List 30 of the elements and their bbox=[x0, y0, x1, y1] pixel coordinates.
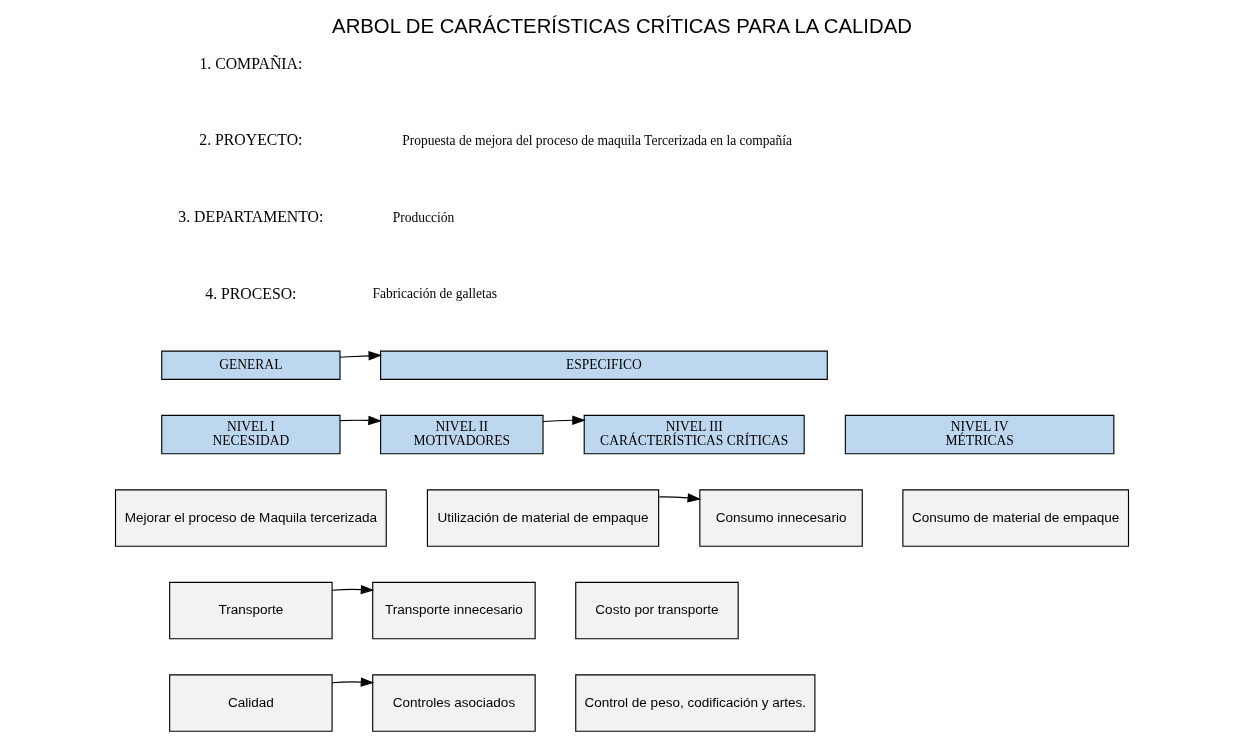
arrow bbox=[331, 584, 375, 595]
node-box: Transporte innecesario bbox=[372, 581, 536, 640]
diagram-title: ARBOL DE CARÁCTERÍSTICAS CRÍTICAS PARA LA CALIDAD bbox=[332, 15, 912, 38]
node-box: NIVEL I NECESIDAD bbox=[161, 414, 341, 455]
arrow bbox=[658, 493, 702, 503]
label: 2. PROYECTO: bbox=[199, 131, 303, 149]
node-box: ESPECIFICO bbox=[380, 350, 828, 380]
node-box: Calidad bbox=[169, 674, 333, 732]
node-box: Transporte bbox=[169, 581, 333, 640]
node-box: Consumo innecesario bbox=[699, 489, 863, 547]
node-box: NIVEL IV MÉTRICAS bbox=[844, 414, 1115, 455]
node-box: NIVEL II MOTIVADORES bbox=[380, 414, 544, 455]
node-box: Utilización de material de empaque bbox=[426, 489, 660, 547]
arrow bbox=[339, 415, 382, 426]
label: Propuesta de mejora del proceso de maquila Tercerizada en la compañía bbox=[402, 132, 793, 148]
node-box: Control de peso, codificación y artes. bbox=[575, 674, 816, 732]
label: 4. PROCESO: bbox=[205, 284, 297, 302]
node-box: GENERAL bbox=[161, 350, 341, 380]
label: Fabricación de galletas bbox=[372, 286, 498, 302]
node-box: Controles asociados bbox=[372, 674, 536, 732]
node-box: NIVEL III CARÁCTERÍSTICAS CRÍTICAS bbox=[583, 414, 805, 455]
arrow bbox=[331, 677, 375, 687]
label: Producción bbox=[392, 209, 455, 225]
node-box: Mejorar el proceso de Maquila tercerizada bbox=[114, 489, 387, 547]
label: 3. DEPARTAMENTO: bbox=[178, 208, 324, 226]
arrow bbox=[542, 415, 586, 425]
node-box: Costo por transporte bbox=[575, 581, 739, 640]
arrow bbox=[339, 351, 383, 361]
node-box: Consumo de material de empaque bbox=[902, 489, 1130, 547]
label: 1. COMPAÑIA: bbox=[199, 54, 303, 72]
